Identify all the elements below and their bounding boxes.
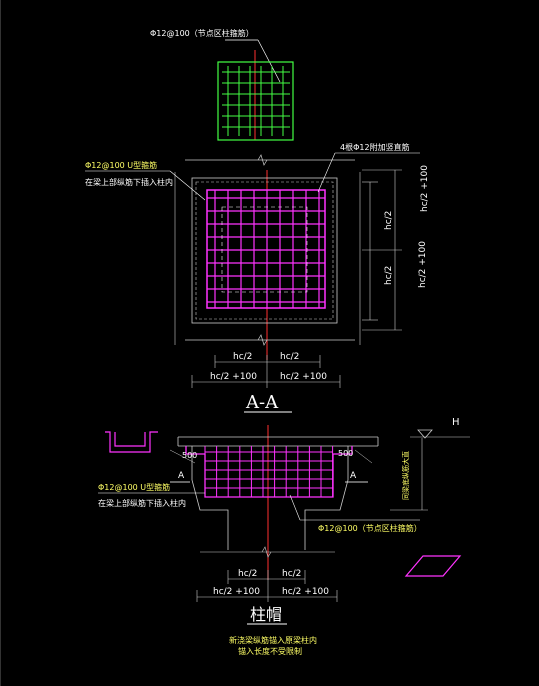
level-mark: H xyxy=(452,417,460,428)
elevation-title: 柱帽 xyxy=(250,605,282,624)
canvas-edge xyxy=(0,0,1,686)
bottom-note-2: 锚入长度不受限制 xyxy=(238,646,302,656)
section-hdim-2: hc/2 xyxy=(280,352,299,362)
section-vdim-outer-1: hc/2 +100 xyxy=(420,165,430,212)
elev-hdim-2: hc/2 xyxy=(282,569,301,579)
column-cap-elevation: H 同梁底纵筋大直 500 500 A A Φ12@100 U型箍筋 在梁上部纵… xyxy=(98,417,470,656)
section-mark-left: A xyxy=(178,471,185,481)
section-right-note: 4根Φ12附加竖直筋 xyxy=(340,142,410,152)
elev-left-note-2: 在梁上部纵筋下插入柱内 xyxy=(98,498,186,508)
dim-500-right: 500 xyxy=(338,449,353,458)
elev-hdim-outer-1: hc/2 +100 xyxy=(213,587,260,597)
bottom-note-1: 新浇梁纵筋锚入原梁柱内 xyxy=(229,635,317,645)
section-hdim-outer-1: hc/2 +100 xyxy=(210,372,257,382)
section-a-a: Φ12@100 U型箍筋 在梁上部纵筋下插入柱内 4根Φ12附加竖直筋 hc/2… xyxy=(85,142,430,413)
top-detail-label: Φ12@100（节点区柱箍筋） xyxy=(150,28,254,38)
elev-left-note-1: Φ12@100 U型箍筋 xyxy=(98,482,170,492)
elev-hdim-1: hc/2 xyxy=(238,569,257,579)
section-vdim-outer-2: hc/2 +100 xyxy=(418,241,428,288)
section-mark-right: A xyxy=(350,471,357,481)
section-title: A-A xyxy=(245,392,279,413)
section-vdim-2: hc/2 xyxy=(384,266,394,285)
elev-right-note: Φ12@100（节点区柱箍筋） xyxy=(318,523,422,533)
dim-500-left: 500 xyxy=(182,451,197,460)
section-left-note-1: Φ12@100 U型箍筋 xyxy=(85,160,157,170)
top-stirrup-detail: Φ12@100（节点区柱箍筋） xyxy=(150,28,294,141)
section-hdim-1: hc/2 xyxy=(233,352,252,362)
section-vdim-1: hc/2 xyxy=(384,211,394,230)
side-note: 同梁底纵筋大直 xyxy=(401,451,410,500)
elev-hdim-outer-2: hc/2 +100 xyxy=(282,587,329,597)
section-left-note-2: 在梁上部纵筋下插入柱内 xyxy=(85,177,173,187)
section-hdim-outer-2: hc/2 +100 xyxy=(280,372,327,382)
